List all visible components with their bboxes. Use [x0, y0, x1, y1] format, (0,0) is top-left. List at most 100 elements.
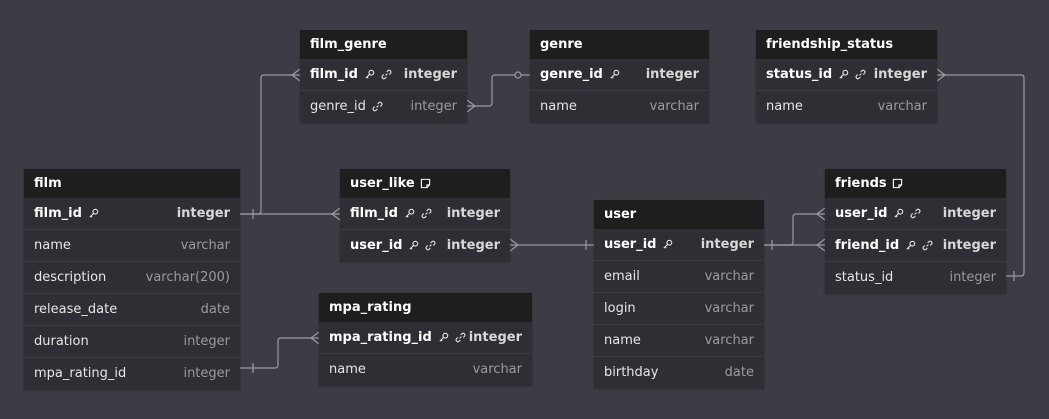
column-name: film_id — [350, 198, 432, 229]
link-icon — [425, 240, 436, 251]
column-row[interactable]: name varchar — [756, 91, 937, 122]
column-name-text: name — [540, 99, 577, 114]
column-name-text: name — [766, 99, 803, 114]
note-icon[interactable] — [420, 178, 431, 189]
table-header[interactable]: mpa_rating — [319, 293, 532, 322]
column-name: film_id — [34, 198, 99, 229]
key-icon — [438, 332, 449, 343]
link-icon — [421, 208, 432, 219]
column-name: film_id — [310, 59, 392, 90]
column-name: email — [604, 261, 640, 292]
column-name-text: genre_id — [310, 99, 366, 114]
table-title: user_like — [350, 176, 415, 191]
column-type: varchar — [704, 269, 754, 284]
column-type: date — [200, 302, 230, 317]
column-type: integer — [942, 206, 996, 221]
key-icon — [609, 69, 620, 80]
table-header[interactable]: genre — [530, 30, 709, 59]
column-type: varchar — [877, 99, 927, 114]
column-type: integer — [176, 206, 230, 221]
column-name-text: email — [604, 269, 640, 284]
table-header[interactable]: film_genre — [300, 30, 467, 59]
column-name-text: duration — [34, 334, 89, 349]
column-row[interactable]: friend_id integer — [825, 230, 1006, 262]
table-title: film_genre — [310, 37, 387, 52]
table-header[interactable]: user_like — [340, 169, 510, 198]
column-name-text: user_id — [835, 206, 888, 221]
column-row[interactable]: name varchar — [530, 91, 709, 122]
column-name: description — [34, 262, 106, 293]
column-name: user_id — [350, 230, 436, 261]
column-name-text: friend_id — [835, 238, 900, 253]
table-title: mpa_rating — [329, 300, 412, 315]
column-name: login — [604, 293, 636, 324]
rel-film-mparating — [240, 337, 319, 369]
column-name: status_id — [835, 262, 893, 293]
column-row[interactable]: user_id integer — [825, 198, 1006, 230]
column-name: name — [329, 354, 366, 385]
table-header[interactable]: film — [24, 169, 240, 198]
table-title: friendship_status — [766, 37, 894, 52]
column-type: varchar — [704, 333, 754, 348]
column-row[interactable]: film_id integer — [24, 198, 240, 230]
column-name: name — [540, 91, 577, 122]
table-title: user — [604, 207, 637, 222]
rel-status-friends — [937, 74, 1025, 277]
column-row[interactable]: user_id integer — [340, 230, 510, 261]
column-name: user_id — [604, 229, 673, 260]
table-title: film — [34, 176, 62, 191]
column-type: varchar — [649, 99, 699, 114]
table-header[interactable]: friendship_status — [756, 30, 937, 59]
column-row[interactable]: status_id integer — [825, 262, 1006, 293]
link-icon — [922, 240, 933, 251]
column-name-text: film_id — [310, 67, 358, 82]
rel-film-filmgenre — [240, 74, 300, 215]
column-row[interactable]: name varchar — [319, 354, 532, 385]
column-name-text: user_id — [604, 237, 657, 252]
table-title: friends — [835, 176, 887, 191]
column-type: integer — [645, 67, 699, 82]
note-icon[interactable] — [892, 178, 903, 189]
key-icon — [404, 208, 415, 219]
column-name-text: status_id — [766, 67, 833, 82]
column-name: friend_id — [835, 230, 933, 261]
column-name: name — [766, 91, 803, 122]
column-name-text: user_id — [350, 238, 403, 253]
column-type: integer — [446, 238, 500, 253]
column-type: varchar — [472, 362, 522, 377]
column-type: integer — [410, 99, 457, 114]
column-row[interactable]: email varchar — [594, 261, 764, 293]
table-header[interactable]: friends — [825, 169, 1006, 198]
column-row[interactable]: genre_id integer — [300, 91, 467, 122]
column-name: user_id — [835, 198, 921, 229]
column-type: integer — [700, 237, 754, 252]
column-row[interactable]: user_id integer — [594, 229, 764, 261]
column-type: integer — [942, 238, 996, 253]
link-icon — [372, 101, 383, 112]
column-type: integer — [949, 270, 996, 285]
table-header[interactable]: user — [594, 200, 764, 229]
column-name-text: name — [329, 362, 366, 377]
